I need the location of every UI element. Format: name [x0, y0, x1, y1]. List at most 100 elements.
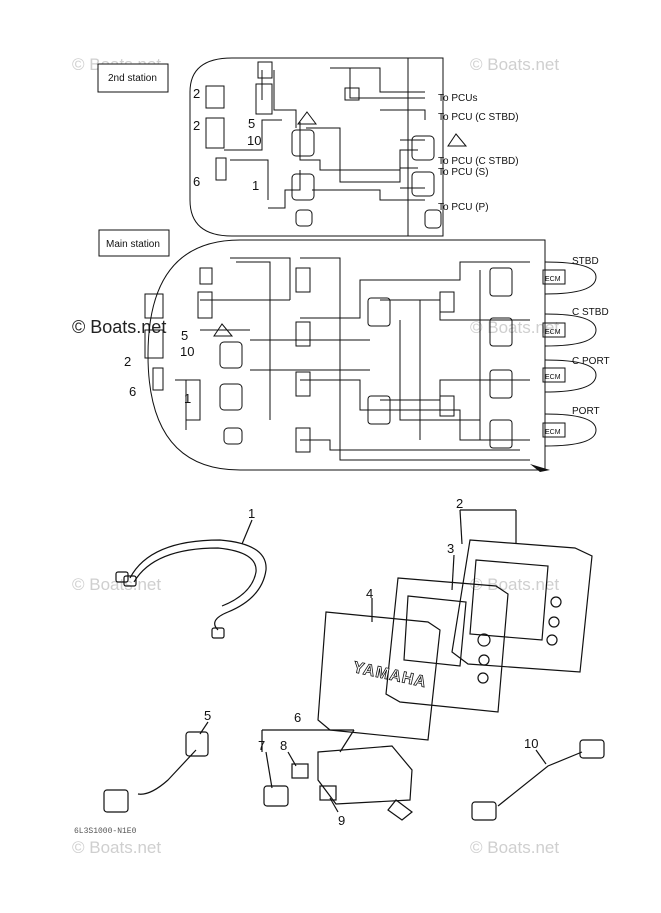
- extension-cable-head-upper: [579, 739, 605, 759]
- cable-plug-b: [123, 575, 137, 587]
- main-station-panel: [98, 229, 597, 471]
- remote-gauge-upper: [205, 85, 225, 109]
- display-bezel: [385, 577, 509, 713]
- callout-part-5: 5: [204, 708, 211, 723]
- watermark-top-right: © Boats.net: [470, 55, 559, 74]
- part-1-cable: [115, 519, 267, 639]
- connector-cable-head-upper: [185, 731, 209, 757]
- main-station-label: Main station: [106, 239, 160, 250]
- part-10-extension-cable: [471, 739, 605, 821]
- display-housing-button-b: [548, 616, 560, 628]
- ecm-label-c-stbd: ECM: [545, 329, 561, 336]
- hub-b: [295, 321, 311, 347]
- leader-part-2a: [459, 509, 463, 545]
- watermark-mid-left: © Boats.net: [72, 317, 166, 337]
- callout-upper-6: 6: [193, 174, 200, 189]
- callout-main-6: 6: [129, 384, 136, 399]
- leader-part-1: [241, 519, 253, 545]
- display-housing: [451, 539, 593, 673]
- engine-module-c-port: [489, 369, 513, 399]
- remote-gauge-lower: [205, 117, 225, 149]
- leader-part-6b: [339, 729, 355, 753]
- watermark-lower-right: © Boats.net: [470, 575, 559, 594]
- main-remote-gauge-lower: [144, 329, 164, 359]
- watermark-bottom-left: © Boats.net: [72, 838, 161, 857]
- connector-upper: [295, 209, 313, 227]
- engine-module-c-stbd: [489, 317, 513, 347]
- ecm-loop-stbd: [544, 261, 597, 295]
- bezel-button-a: [477, 633, 491, 647]
- main-callouts: 2 5 10 6 1: [124, 328, 194, 406]
- control-unit-lower: [291, 173, 315, 201]
- display-screen: [403, 595, 467, 667]
- display-housing-button-a: [550, 596, 562, 608]
- switch-box-small: [257, 61, 273, 79]
- pcu-connector-c: [424, 209, 442, 229]
- callout-part-6: 6: [294, 710, 301, 725]
- ecm-box-stbd: [542, 269, 566, 285]
- callout-upper-1: 1: [252, 178, 259, 193]
- ecm-loop-port: [544, 413, 597, 447]
- second-station-label-box: [97, 63, 169, 93]
- junction-plug: [263, 785, 289, 807]
- display-brand-logo: YAMAHA: [352, 659, 429, 691]
- engine-module-port: [489, 419, 513, 449]
- ecm-loop-c-stbd: [544, 313, 597, 347]
- callout-upper-2a: 2: [193, 86, 200, 101]
- output-label-pcu-c-stbd-a: To PCU (C STBD): [438, 112, 519, 123]
- warning-buzzer: [297, 111, 317, 125]
- part-6-junction-set: [261, 729, 413, 821]
- main-station-wiring: [175, 257, 530, 461]
- part-5-connector-cable: [103, 721, 209, 813]
- leader-part-8: [287, 751, 297, 767]
- junction-block: [215, 157, 227, 181]
- diagram-code: 6L3S1000-N1E0: [74, 827, 137, 836]
- display-assembly: [317, 509, 593, 741]
- engine-label-stbd: STBD: [572, 256, 599, 267]
- main-switch-double: [197, 291, 213, 319]
- callout-main-10: 10: [180, 344, 194, 359]
- engine-module-stbd: [489, 267, 513, 297]
- callout-main-1: 1: [184, 391, 191, 406]
- pcu-connector-b: [411, 171, 435, 197]
- callout-part-2: 2: [456, 496, 463, 511]
- main-control-unit-upper: [219, 341, 243, 369]
- switch-box-double: [255, 83, 273, 115]
- ecm-label-c-port: ECM: [545, 374, 561, 381]
- connector-cable-wire: [137, 749, 197, 795]
- callout-part-8: 8: [280, 738, 287, 753]
- main-station-label-box: [98, 229, 170, 257]
- second-station-label: 2nd station: [108, 73, 157, 84]
- leader-part-5: [199, 721, 209, 735]
- watermarks: © Boats.net © Boats.net © Boats.net © Bo…: [72, 55, 559, 857]
- callout-part-4: 4: [366, 586, 373, 601]
- ground-terminal: [530, 464, 550, 472]
- ecm-box-c-port: [542, 367, 566, 383]
- second-station-outline: [189, 57, 409, 237]
- pcu-connector-a: [411, 135, 435, 161]
- junction-block-tab: [387, 799, 413, 821]
- gateway-upper: [367, 297, 391, 327]
- engine-label-port: PORT: [572, 406, 600, 417]
- ecm-label-port: ECM: [545, 429, 561, 436]
- display-housing-button-c: [546, 634, 558, 646]
- display-cover: [317, 611, 441, 741]
- callout-upper-10: 10: [247, 133, 261, 148]
- engine-label-c-stbd: C STBD: [572, 307, 609, 318]
- cable-loop-inner: [133, 547, 257, 607]
- callout-main-5: 5: [181, 328, 188, 343]
- relay-b: [439, 395, 455, 417]
- leader-part-10: [535, 749, 547, 765]
- cable-plug-c: [211, 627, 225, 639]
- main-remote-gauge-upper: [144, 293, 164, 319]
- bezel-button-c: [477, 672, 489, 684]
- engine-label-c-port: C PORT: [572, 356, 610, 367]
- leader-part-3: [451, 554, 455, 591]
- connector-cable-head-lower: [103, 789, 129, 813]
- main-warning-buzzer: [213, 323, 234, 337]
- callout-part-10: 10: [524, 736, 538, 751]
- gateway-lower: [367, 395, 391, 425]
- bezel-button-b: [478, 654, 490, 666]
- ecm-labels: ECM ECM ECM ECM: [545, 276, 561, 436]
